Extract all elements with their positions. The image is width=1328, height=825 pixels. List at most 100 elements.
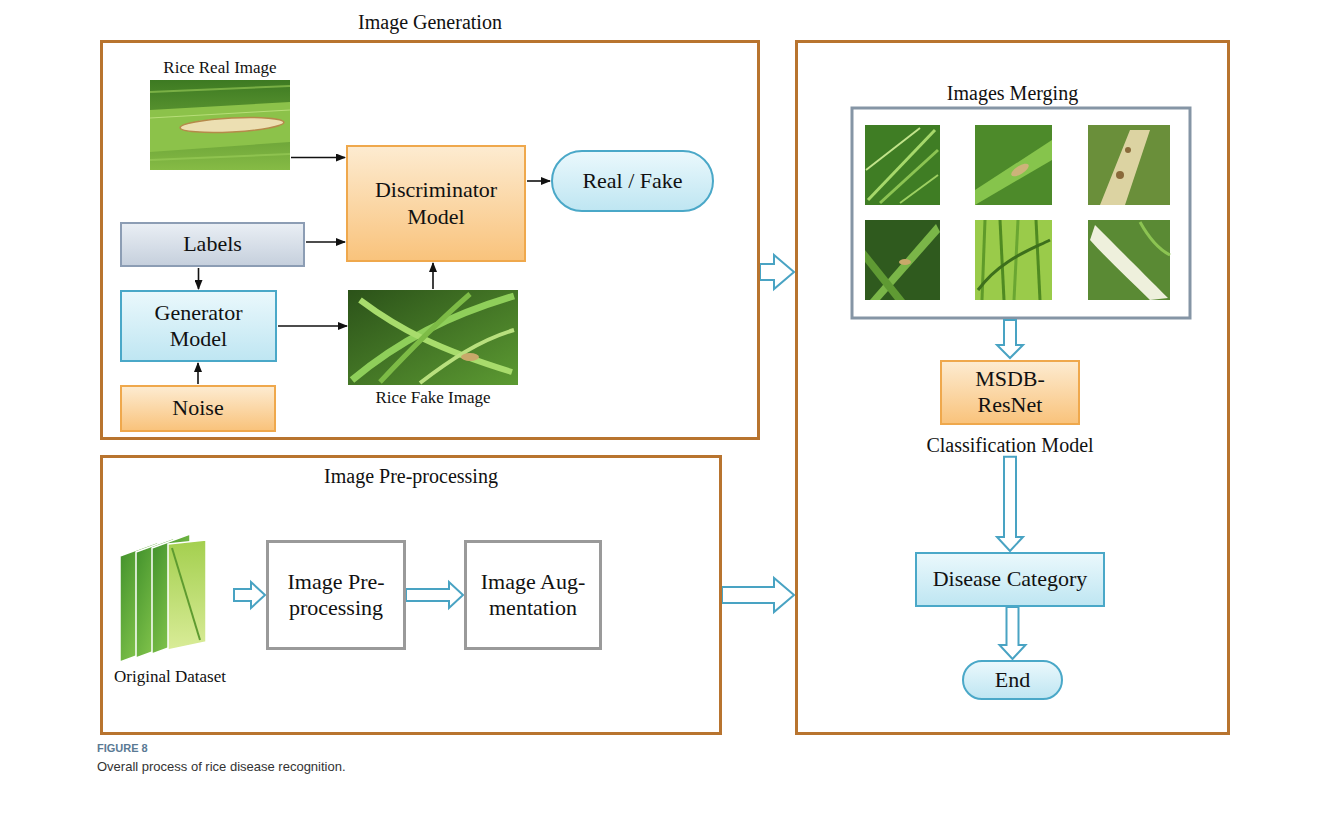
output-pill: Real / Fake — [551, 150, 714, 212]
process-box: Image Aug- mentation — [464, 540, 602, 650]
panel-heading: Images Merging — [798, 81, 1227, 105]
leaf-vein — [150, 86, 290, 92]
lesion — [180, 115, 285, 134]
rice-real-image — [150, 80, 290, 170]
flow-arrow — [197, 363, 199, 384]
model-shape: MSDB- ResNet — [940, 360, 1080, 425]
leaf-vein — [150, 110, 290, 118]
input-box: Noise — [120, 385, 276, 432]
merged-image — [975, 220, 1052, 300]
image-heading: Rice Real Image — [150, 56, 290, 80]
image-node: Rice Fake Image — [348, 290, 518, 410]
leaf-blade — [975, 140, 1052, 205]
image-card — [168, 540, 206, 650]
image-slot — [150, 80, 290, 170]
photo-ground — [348, 290, 518, 385]
flow-arrow — [278, 325, 347, 327]
leaf-blade — [1140, 222, 1170, 255]
panel-heading: Image Pre-processing — [103, 464, 719, 488]
group-panel: Images MergingMSDB- ResNetClassification… — [795, 40, 1230, 735]
process-box: Generator Model — [120, 290, 277, 362]
flow-arrow — [722, 578, 794, 612]
merged-image — [1088, 220, 1170, 300]
flow-arrow — [997, 457, 1023, 551]
figure-number: FIGURE 8 — [97, 742, 148, 754]
photo-ground — [1088, 125, 1170, 205]
image-caption: Rice Fake Image — [348, 386, 518, 410]
box-label: Generator Model — [130, 300, 267, 353]
flow-arrow — [527, 180, 550, 182]
merged-image — [865, 125, 940, 205]
box-label: MSDB- ResNet — [950, 366, 1070, 419]
merged-image — [865, 220, 940, 300]
photo-ground — [865, 220, 940, 300]
photo-ground — [150, 80, 290, 170]
image-slot — [106, 535, 234, 665]
flow-arrow — [406, 582, 463, 608]
group-panel: Image GenerationRice Real ImageDiscrimin… — [100, 40, 760, 440]
leaf-blade — [1000, 220, 1004, 300]
leaf-blade — [880, 150, 938, 203]
leaf-vein — [150, 154, 290, 160]
merge-frame — [852, 108, 1190, 318]
leaf-blade — [1014, 220, 1018, 300]
leaf-blade — [982, 220, 985, 300]
leaf-blade — [870, 224, 940, 300]
leaf-blade — [865, 250, 905, 300]
lesion — [1116, 171, 1124, 179]
dataset-stack — [120, 534, 206, 662]
flow-arrow — [997, 320, 1023, 358]
leaf-blade — [866, 128, 920, 170]
merged-image — [975, 125, 1052, 205]
lesion — [899, 259, 911, 265]
flow-arrow — [234, 582, 265, 608]
box-label: Disease Category — [933, 566, 1088, 592]
box-caption: Classification Model — [915, 433, 1105, 457]
leaf-blade — [868, 130, 935, 200]
input-box: Labels — [120, 222, 305, 267]
flow-arrow — [432, 263, 434, 289]
photo-ground — [975, 125, 1052, 205]
merged-image — [1088, 125, 1170, 205]
box-label: Labels — [183, 231, 242, 257]
photo-ground — [1088, 220, 1170, 300]
leaf-blade — [1036, 220, 1040, 300]
flow-arrow — [1000, 607, 1026, 659]
leaf-blade — [150, 102, 290, 152]
terminal-pill: End — [962, 660, 1063, 700]
box-label: Real / Fake — [582, 168, 682, 194]
leaf-blade — [172, 548, 200, 640]
flow-arrow — [306, 241, 345, 243]
image-slot — [348, 290, 518, 386]
leaf-blade — [900, 175, 938, 203]
image-node: Original Dataset — [106, 535, 234, 689]
image-caption: Original Dataset — [106, 665, 234, 689]
leaf-blade — [380, 294, 470, 382]
group-panel: Image Pre-processingOriginal Dataset Imag… — [100, 455, 722, 735]
lesion — [1009, 161, 1030, 178]
leaf-blade — [360, 300, 512, 372]
panel-heading: Image Generation — [103, 10, 757, 34]
photo-ground — [865, 125, 940, 205]
leaf-blade — [978, 240, 1050, 290]
photo-ground — [975, 220, 1052, 300]
box-label: Image Aug- mentation — [475, 569, 591, 622]
flow-arrow — [291, 157, 345, 159]
box-label: Discriminator Model — [356, 177, 516, 230]
process-box: Image Pre- processing — [266, 540, 406, 650]
lesion — [1125, 147, 1131, 153]
image-node: Rice Real Image — [150, 56, 290, 170]
leaf-blade — [1090, 225, 1168, 300]
flow-arrow — [198, 268, 200, 289]
box-label: Noise — [172, 395, 223, 421]
process-box: Discriminator Model — [346, 145, 526, 262]
rice-fake-image — [348, 290, 518, 385]
lesion — [461, 353, 479, 361]
leaf-blade — [420, 330, 514, 383]
box-label: End — [995, 667, 1030, 693]
figure-caption: Overall process of rice disease recognit… — [97, 759, 346, 774]
output-box: Disease Category — [915, 552, 1105, 607]
leaf-blade — [1100, 130, 1150, 205]
model-box: MSDB- ResNetClassification Model — [915, 360, 1105, 457]
